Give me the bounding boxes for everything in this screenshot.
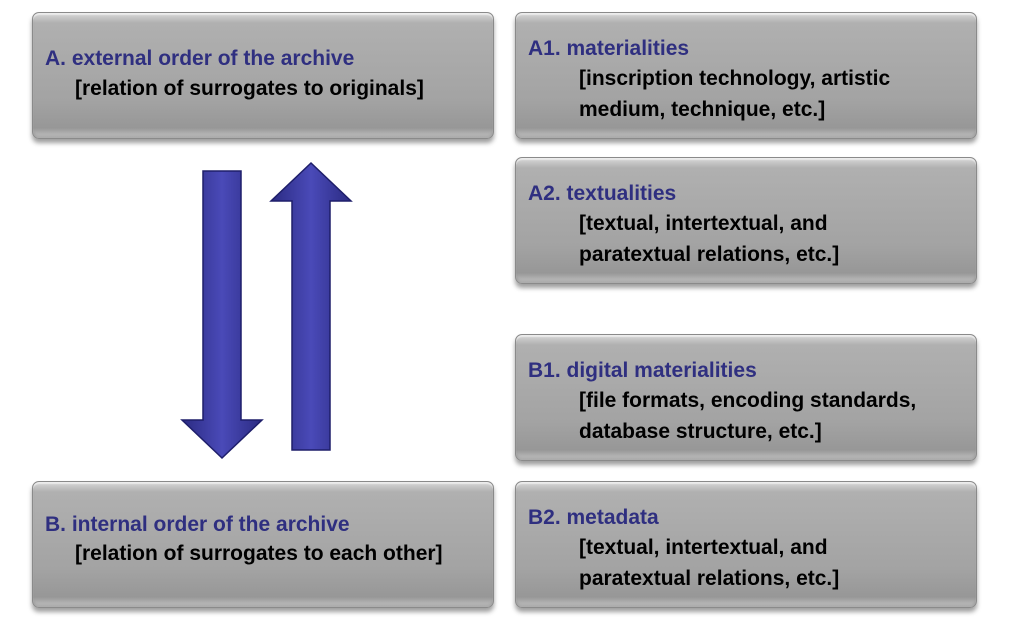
box-a2-line-1: [textual, intertextual, and	[579, 212, 828, 235]
box-a2-line-2: paratextual relations, etc.]	[579, 243, 840, 266]
box-a1-line-2: medium, technique, etc.]	[579, 98, 826, 121]
box-b1-line-2: database structure, etc.]	[579, 420, 822, 443]
box-digital-materialities: B1. digital materialities [file formats,…	[515, 334, 977, 461]
box-b1-description: [file formats, encoding standards, datab…	[579, 385, 916, 447]
box-external-order: A. external order of the archive [relati…	[32, 12, 494, 139]
box-a2-title: A2. textualities	[528, 182, 677, 205]
box-internal-order: B. internal order of the archive [relati…	[32, 481, 494, 608]
box-b2-title: B2. metadata	[528, 506, 659, 529]
box-a1-line-1: [inscription technology, artistic	[579, 67, 891, 90]
box-a1-title: A1. materialities	[528, 37, 690, 60]
box-a1-description: [inscription technology, artistic medium…	[579, 63, 890, 125]
arrow-up-icon	[269, 161, 353, 451]
box-b2-line-1: [textual, intertextual, and	[579, 536, 828, 559]
box-b-line-1: [relation of surrogates to each other]	[75, 542, 443, 565]
box-b-description: [relation of surrogates to each other]	[75, 538, 443, 569]
box-textualities: A2. textualities [textual, intertextual,…	[515, 157, 977, 284]
box-b1-line-1: [file formats, encoding standards,	[579, 389, 917, 412]
box-a-description: [relation of surrogates to originals]	[75, 73, 424, 104]
box-a-line-1: [relation of surrogates to originals]	[75, 77, 424, 100]
box-a-title: A. external order of the archive	[45, 47, 355, 70]
box-b1-title: B1. digital materialities	[528, 359, 757, 382]
box-b2-description: [textual, intertextual, and paratextual …	[579, 532, 839, 594]
box-a2-description: [textual, intertextual, and paratextual …	[579, 208, 839, 270]
box-metadata: B2. metadata [textual, intertextual, and…	[515, 481, 977, 608]
box-b2-line-2: paratextual relations, etc.]	[579, 567, 840, 590]
arrow-down-icon	[180, 170, 264, 460]
box-b-title: B. internal order of the archive	[45, 513, 350, 536]
box-materialities: A1. materialities [inscription technolog…	[515, 12, 977, 139]
